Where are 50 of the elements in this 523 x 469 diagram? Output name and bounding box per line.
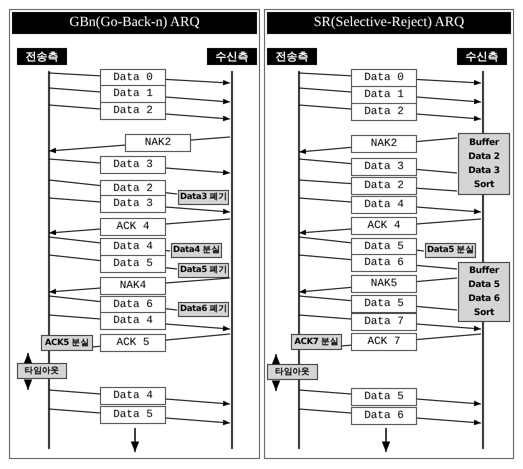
note-box: 타임아웃 bbox=[267, 364, 318, 380]
note-box: Data6 폐기 bbox=[178, 302, 229, 317]
message-label: Data 0 bbox=[351, 68, 417, 87]
message-label: Data 7 bbox=[351, 312, 417, 331]
message-label: Data 5 bbox=[351, 388, 417, 406]
message-label: NAK2 bbox=[125, 134, 191, 152]
message-label: NAK4 bbox=[100, 276, 166, 294]
message-label: Data 4 bbox=[100, 387, 166, 406]
message-label: Data 2 bbox=[100, 102, 166, 120]
message-label: Data 4 bbox=[100, 238, 166, 256]
lane-header: 전송측 bbox=[17, 48, 67, 65]
note-box: Data5 폐기 bbox=[178, 263, 229, 278]
note-box: ACK5 분실 bbox=[41, 335, 93, 351]
message-label: Data 5 bbox=[351, 294, 417, 313]
message-label: Data 2 bbox=[351, 102, 417, 121]
message-label: Data 2 bbox=[351, 176, 417, 195]
lifeline bbox=[48, 71, 50, 449]
note-box: Data3 폐기 bbox=[178, 190, 229, 205]
message-label: Data 3 bbox=[351, 158, 417, 176]
message-label: Data 5 bbox=[100, 255, 166, 274]
message-label: Data 5 bbox=[351, 238, 417, 256]
message-label: ACK 5 bbox=[100, 334, 166, 352]
message-label: Data 1 bbox=[100, 85, 166, 104]
message-label: Data 5 bbox=[100, 406, 166, 424]
message-label: NAK5 bbox=[351, 275, 417, 294]
panel-title: GBn(Go-Back-n) ARQ bbox=[12, 12, 257, 34]
note-box: Buffer Data 5 Data 6 Sort bbox=[458, 262, 510, 322]
lifeline bbox=[298, 71, 300, 449]
lane-header: 수신측 bbox=[207, 48, 257, 65]
message-label: Data 3 bbox=[100, 156, 166, 174]
panel-title: SR(Selective-Reject) ARQ bbox=[267, 12, 511, 34]
lane-header: 전송측 bbox=[267, 48, 317, 65]
message-label: Data 6 bbox=[351, 254, 417, 272]
note-box: 타임아웃 bbox=[17, 363, 67, 379]
message-label: Data 4 bbox=[100, 312, 166, 330]
note-box: Buffer Data 2 Data 3 Sort bbox=[458, 133, 510, 195]
message-label: Data 3 bbox=[100, 195, 166, 214]
message-label: Data 6 bbox=[351, 406, 417, 425]
message-label: ACK 4 bbox=[100, 218, 166, 236]
message-label: Data 1 bbox=[351, 86, 417, 104]
lifeline bbox=[231, 71, 233, 449]
lane-header: 수신측 bbox=[457, 48, 507, 65]
message-label: Data 0 bbox=[100, 68, 166, 87]
note-box: ACK7 분실 bbox=[291, 334, 342, 350]
message-label: NAK2 bbox=[351, 135, 417, 154]
message-label: ACK 4 bbox=[351, 217, 417, 236]
message-label: ACK 7 bbox=[351, 333, 417, 352]
note-box: Data4 분실 bbox=[171, 243, 222, 258]
message-label: Data 4 bbox=[351, 196, 417, 214]
note-box: Data5 분실 bbox=[425, 243, 476, 258]
